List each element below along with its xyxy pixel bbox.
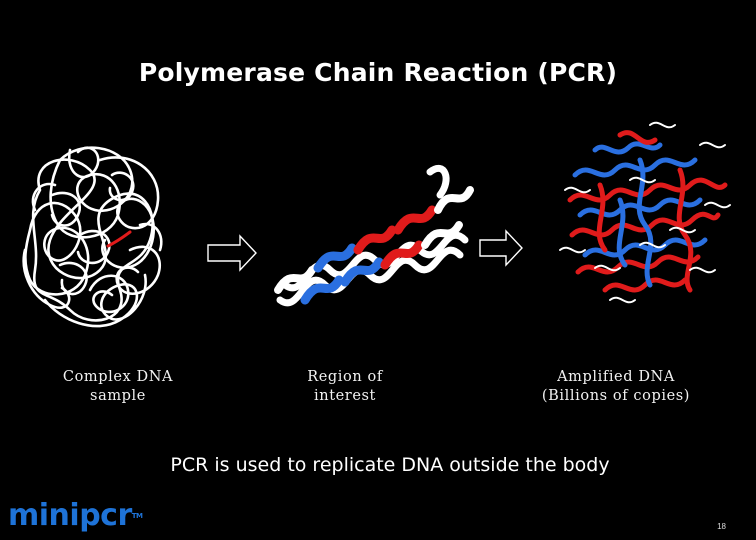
caption-region-of-interest: Region of interest: [270, 368, 420, 406]
arrow-1-icon: [207, 234, 257, 272]
logo-part-pcr: pcr: [79, 498, 132, 533]
double-helix: [274, 164, 474, 307]
caption-amplified-dna: Amplified DNA (Billions of copies): [520, 368, 712, 406]
page-number: 18: [717, 522, 726, 531]
caption-region-line2: interest: [314, 388, 376, 404]
complex-dna-tangle: [22, 146, 163, 328]
caption-complex-dna-line1: Complex DNA: [62, 369, 174, 385]
summary-text: PCR is used to replicate DNA outside the…: [170, 454, 610, 476]
arrow-2-icon: [479, 229, 523, 267]
slide-title: Polymerase Chain Reaction (PCR): [138, 58, 618, 87]
caption-complex-dna-line2: sample: [90, 388, 146, 404]
region-of-interest-marker: [106, 230, 132, 248]
amplified-dna-white-strands: [559, 121, 731, 304]
caption-region-line1: Region of: [307, 369, 383, 385]
caption-complex-dna: Complex DNA sample: [40, 368, 196, 406]
caption-amplified-line1: Amplified DNA: [557, 369, 675, 385]
caption-amplified-line2: (Billions of copies): [541, 388, 691, 404]
amplified-dna-cluster: [567, 130, 728, 293]
logo-trademark: TM: [131, 512, 143, 520]
minipcr-logo: minipcrTM: [8, 496, 143, 536]
logo-part-mini: mini: [8, 498, 80, 533]
